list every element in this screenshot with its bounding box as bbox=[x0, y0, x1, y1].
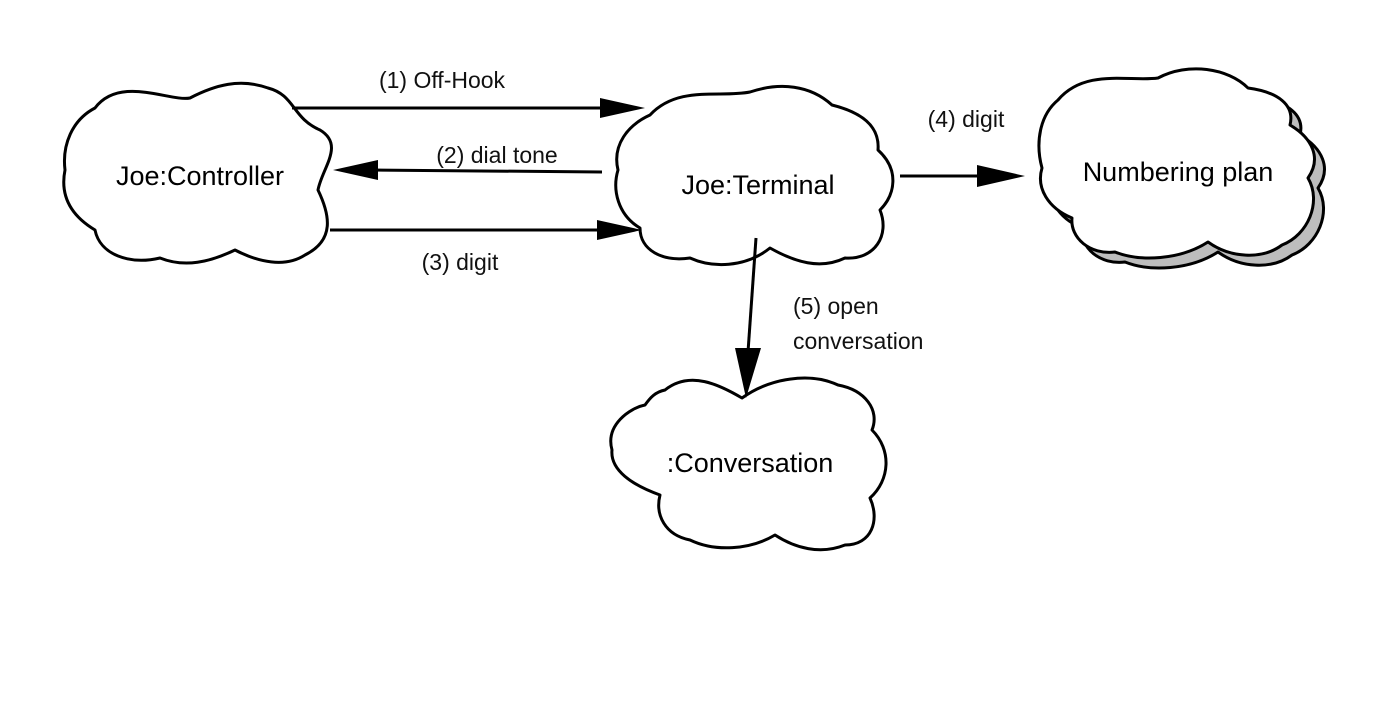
edge-label: (4) digit bbox=[928, 106, 1005, 132]
edge-label: (1) Off-Hook bbox=[379, 67, 506, 93]
arrowhead-icon bbox=[597, 220, 642, 240]
cloud-shape bbox=[1037, 67, 1316, 260]
edge-line bbox=[746, 237, 758, 353]
node-joe-controller: Joe:Controller bbox=[62, 81, 333, 265]
edge-label: (3) digit bbox=[422, 249, 499, 275]
edge-off-hook: (1) Off-Hook bbox=[292, 67, 645, 118]
edge-label: (2) dial tone bbox=[436, 142, 557, 168]
arrowhead-icon bbox=[600, 98, 645, 118]
arrowhead-icon bbox=[977, 165, 1025, 187]
cloud-shape bbox=[609, 376, 888, 552]
edge-digit-2: (4) digit bbox=[900, 106, 1025, 187]
edge-label: conversation bbox=[793, 328, 923, 354]
node-joe-terminal: Joe:Terminal bbox=[614, 84, 895, 267]
edge-line bbox=[371, 168, 603, 174]
edge-open-conversation: (5) open conversation bbox=[735, 237, 923, 398]
edge-dial-tone: (2) dial tone bbox=[333, 142, 603, 180]
edge-digit-1: (3) digit bbox=[330, 220, 642, 275]
node-label: Joe:Controller bbox=[116, 161, 284, 191]
cloud-shape bbox=[62, 81, 333, 265]
node-numbering-plan: Numbering plan bbox=[1037, 67, 1326, 270]
cloud-shape bbox=[614, 84, 895, 267]
node-label: :Conversation bbox=[667, 448, 834, 478]
arrowhead-icon bbox=[333, 160, 378, 180]
arrowhead-icon bbox=[735, 348, 761, 398]
node-conversation: :Conversation bbox=[609, 376, 888, 552]
node-label: Numbering plan bbox=[1083, 157, 1274, 187]
edge-label: (5) open bbox=[793, 293, 879, 319]
node-label: Joe:Terminal bbox=[681, 170, 834, 200]
